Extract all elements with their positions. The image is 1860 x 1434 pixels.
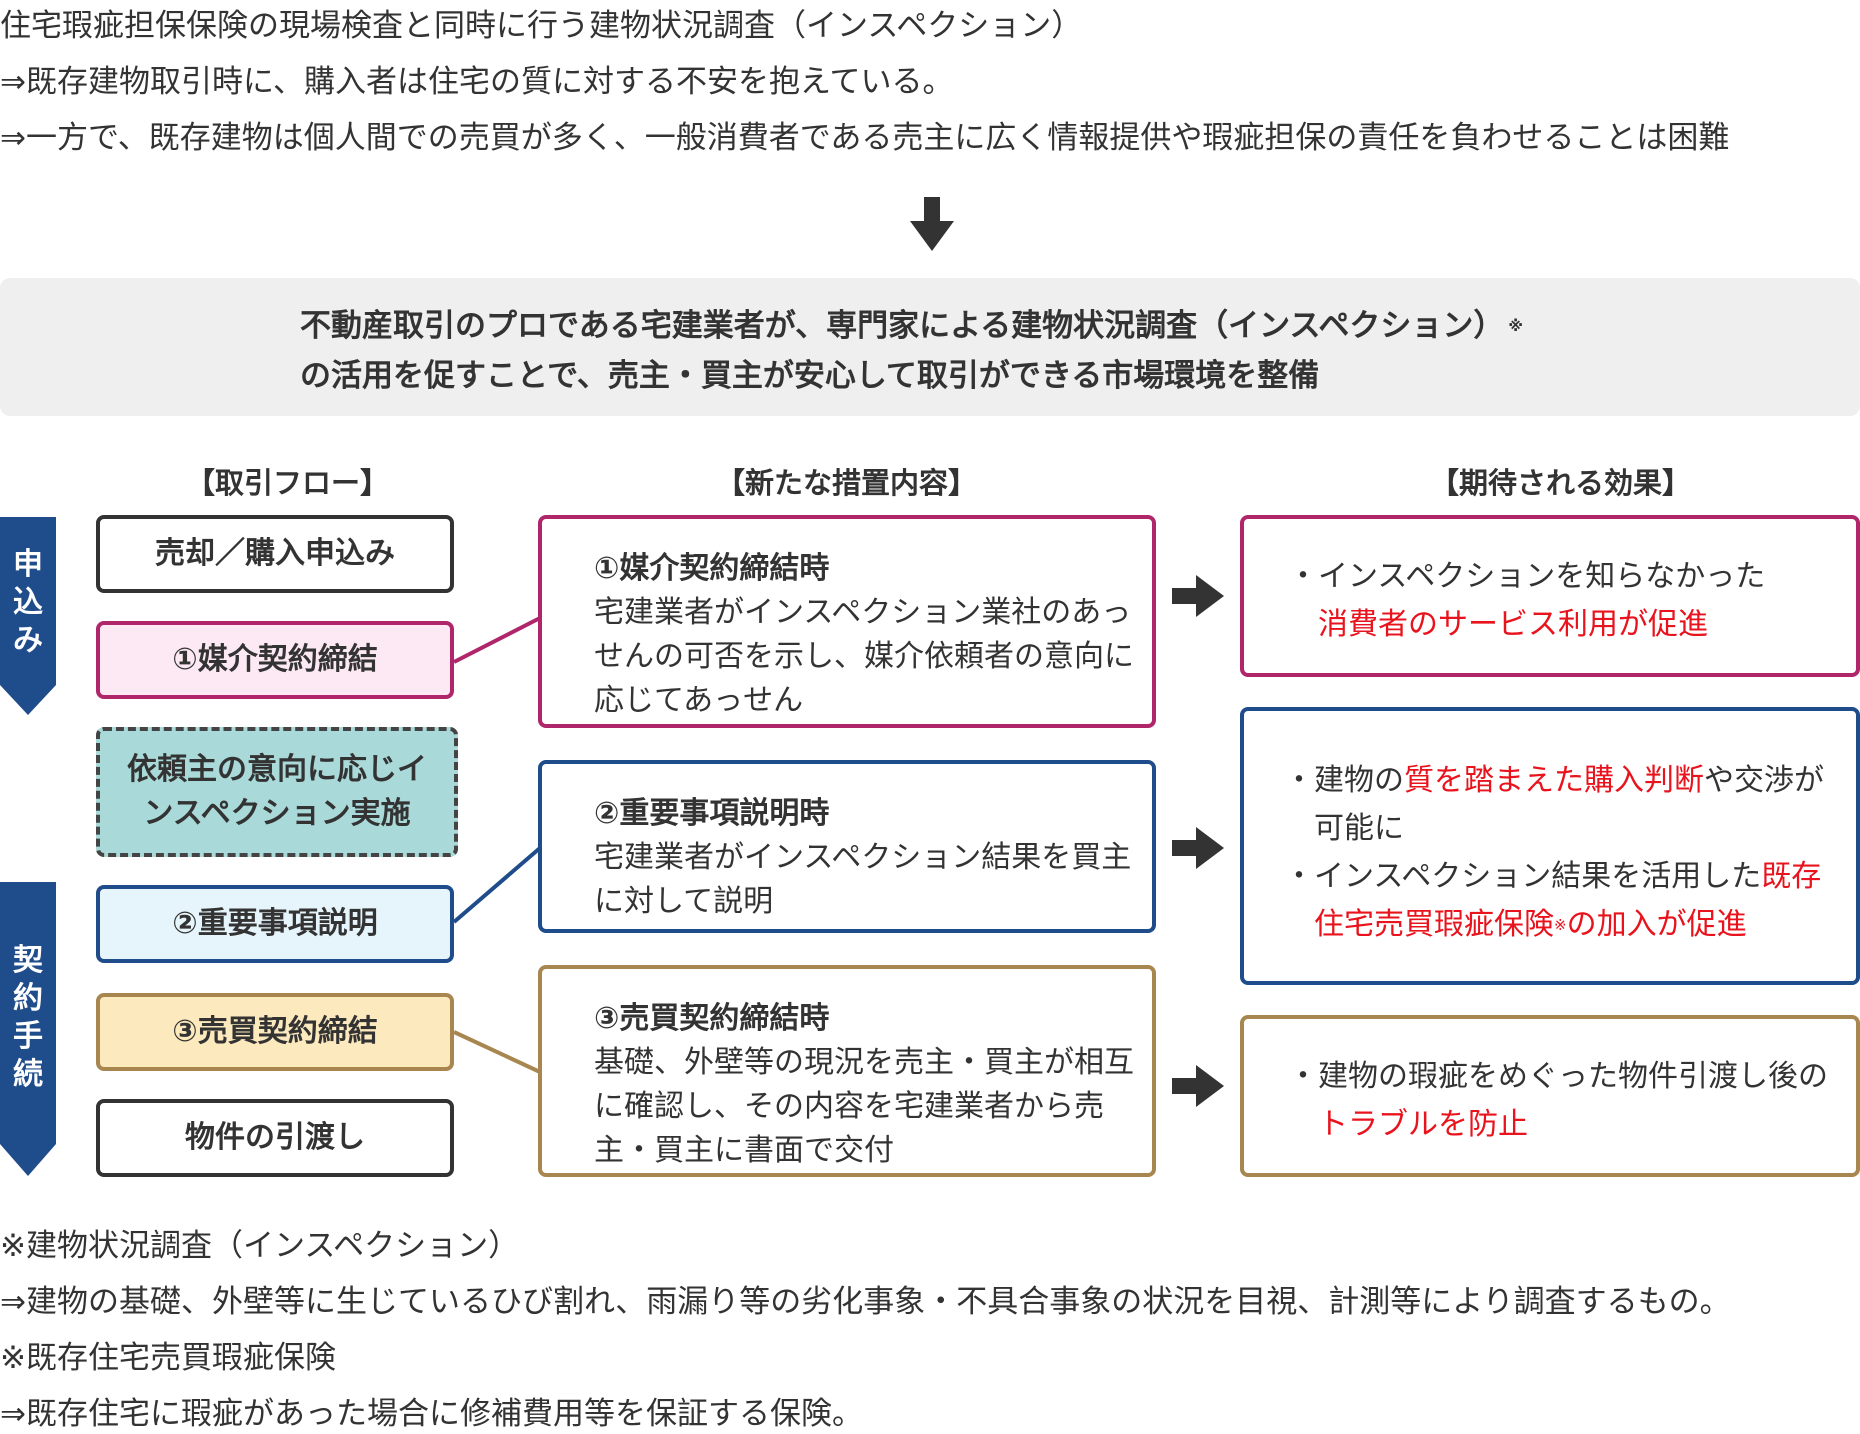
note-inspection-desc: ⇒建物の基礎、外壁等に生じているひび割れ、雨漏り等の劣化事象・不具合事象の状況を…: [0, 1284, 1731, 1320]
measure-sales-contract-title: ③売買契約締結時: [594, 1001, 830, 1036]
effect-service-use-highlight: 消費者のサービス利用が促進: [1318, 607, 1708, 642]
measure-explanation-title: ②重要事項説明時: [594, 796, 830, 831]
effect-insurance-highlight: 既存住宅売買瑕疵保険: [1314, 859, 1822, 942]
flow-step-application: 売却／購入申込み: [96, 515, 454, 593]
connector-2: [452, 846, 542, 924]
effect-trouble-text: 建物の瑕疵をめぐった物件引渡し後の: [1318, 1059, 1828, 1094]
effect-service-use: ・ インスペクションを知らなかった 消費者のサービス利用が促進: [1240, 515, 1860, 677]
note-inspection-title: ※建物状況調査（インスペクション）: [0, 1228, 520, 1264]
note-insurance-desc: ⇒既存住宅に瑕疵があった場合に修補費用等を保証する保険。: [0, 1396, 863, 1432]
summary-line-1: 不動産取引のプロである宅建業者が、専門家による建物状況調査（インスペクション）※: [300, 304, 1523, 348]
connector-1: [453, 616, 541, 664]
connector-3: [453, 1030, 541, 1074]
phase-application-char: 申: [13, 547, 43, 582]
intro-line-1: 住宅瑕疵担保保険の現場検査と同時に行う建物状況調査（インスペクション）: [0, 8, 1083, 44]
phase-contract-char: 約: [13, 981, 43, 1016]
bullet-dot: ・: [1284, 859, 1314, 894]
measure-explanation-body: 宅建業者がインスペクション結果を買主に対して説明: [594, 840, 1132, 919]
phase-contract-label: 契 約 手 続: [0, 942, 56, 1094]
effect-judgment-item: ・ 建物の質を踏まえた購入判断や交渉が可能に: [1284, 757, 1844, 853]
note-insurance-title: ※既存住宅売買瑕疵保険: [0, 1340, 336, 1376]
phase-application-char: 込: [13, 585, 43, 620]
phase-contract-arrow: [0, 882, 56, 1176]
header-measures: 【新たな措置内容】: [716, 466, 978, 500]
bullet-dot: ・: [1288, 1059, 1318, 1094]
flow-step-sales-contract: ③売買契約締結: [96, 993, 454, 1071]
summary-line-2: の活用を促すことで、売主・買主が安心して取引ができる市場環境を整備: [300, 358, 1320, 394]
flow-step-explanation: ②重要事項説明: [96, 885, 454, 963]
down-arrow-icon: [910, 197, 954, 251]
effect-judgment-highlight: 質を踏まえた購入判断: [1404, 763, 1704, 798]
measure-sales-contract-body: 基礎、外壁等の現況を売主・買主が相互に確認し、その内容を宅建業者から売主・買主に…: [594, 1045, 1134, 1168]
phase-application-char: み: [13, 623, 43, 658]
summary-note-mark: ※: [1508, 317, 1523, 335]
header-effects: 【期待される効果】: [1430, 466, 1692, 500]
effect-judgment-insurance: ・ 建物の質を踏まえた購入判断や交渉が可能に ・ インスペクション結果を活用した…: [1240, 707, 1860, 985]
effect-trouble-item: ・ 建物の瑕疵をめぐった物件引渡し後のトラブルを防止: [1288, 1053, 1842, 1149]
flow-step-delivery: 物件の引渡し: [96, 1099, 454, 1177]
effect-insurance-item: ・ インスペクション結果を活用した既存住宅売買瑕疵保険※の加入が促進: [1284, 853, 1844, 949]
summary-line-1-text: 不動産取引のプロである宅建業者が、専門家による建物状況調査（インスペクション）: [300, 308, 1505, 344]
phase-contract-char: 続: [13, 1057, 43, 1092]
phase-application-label: 申 込 み: [0, 546, 56, 660]
right-arrow-icon: [1172, 1065, 1224, 1107]
measure-brokerage-body: 宅建業者がインスペクション業社のあっせんの可否を示し、媒介依頼者の意向に応じてあ…: [594, 595, 1134, 718]
effect-service-use-text: インスペクションを知らなかった: [1318, 559, 1766, 594]
measure-brokerage-title: ①媒介契約締結時: [594, 551, 830, 586]
measure-sales-contract: ③売買契約締結時 基礎、外壁等の現況を売主・買主が相互に確認し、その内容を宅建業…: [538, 965, 1156, 1177]
right-arrow-icon: [1172, 827, 1224, 869]
bullet-dot: ・: [1288, 559, 1318, 594]
measure-explanation: ②重要事項説明時 宅建業者がインスペクション結果を買主に対して説明: [538, 760, 1156, 933]
effect-insurance-highlight-2: の加入が促進: [1566, 907, 1747, 942]
flow-step-brokerage: ①媒介契約締結: [96, 621, 454, 699]
measure-brokerage: ①媒介契約締結時 宅建業者がインスペクション業社のあっせんの可否を示し、媒介依頼…: [538, 515, 1156, 728]
phase-application-arrow: [0, 517, 56, 715]
effect-judgment-text-a: 建物の: [1314, 763, 1404, 798]
header-flow: 【取引フロー】: [186, 466, 390, 500]
intro-line-3: ⇒一方で、既存建物は個人間での売買が多く、一般消費者である売主に広く情報提供や瑕…: [0, 120, 1730, 156]
effect-service-use-item: ・ インスペクションを知らなかった 消費者のサービス利用が促進: [1288, 553, 1856, 649]
summary-panel: 不動産取引のプロである宅建業者が、専門家による建物状況調査（インスペクション）※…: [0, 278, 1860, 416]
bullet-dot: ・: [1284, 763, 1314, 798]
intro-line-2: ⇒既存建物取引時に、購入者は住宅の質に対する不安を抱えている。: [0, 64, 954, 100]
effect-trouble-prevention: ・ 建物の瑕疵をめぐった物件引渡し後のトラブルを防止: [1240, 1015, 1860, 1177]
flow-step-inspection: 依頼主の意向に応じインスペクション実施: [96, 727, 458, 857]
right-arrow-icon: [1172, 575, 1224, 617]
effect-judgment-text-b: や交渉が可能に: [1314, 763, 1824, 846]
effect-insurance-note-mark: ※: [1554, 916, 1567, 934]
effect-trouble-highlight: トラブルを防止: [1318, 1107, 1528, 1142]
effect-insurance-text: インスペクション結果を活用した: [1314, 859, 1762, 894]
phase-contract-char: 契: [13, 943, 43, 978]
phase-contract-char: 手: [13, 1019, 43, 1054]
